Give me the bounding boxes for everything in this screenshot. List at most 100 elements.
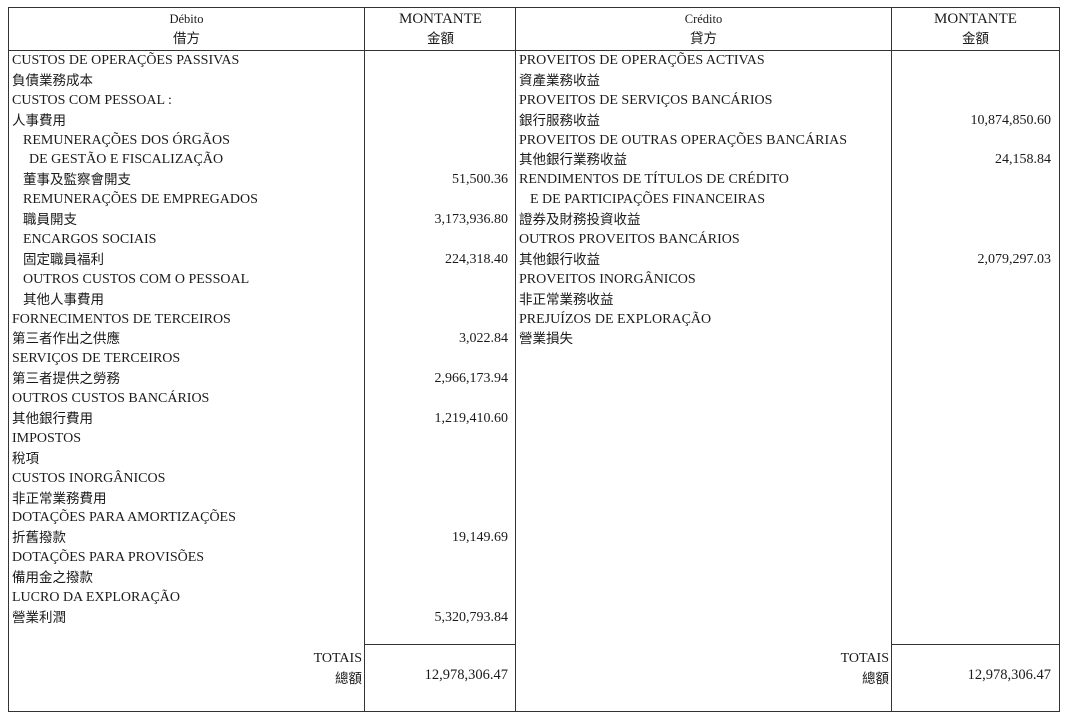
debit-line-amount <box>365 111 516 131</box>
debit-line-item: 第三者提供之勞務 <box>12 371 120 387</box>
credit-line-item: 其他銀行收益 <box>519 251 600 267</box>
debit-line-amount <box>365 588 516 608</box>
credit-line-amount <box>892 329 1059 349</box>
debit-totals-label: TOTAIS 總額 <box>314 645 364 711</box>
credit-line-item: 資產業務收益 <box>519 72 600 88</box>
credit-line-amount <box>892 131 1059 151</box>
credit-line-item: PROVEITOS DE SERVIÇOS BANCÁRIOS <box>519 92 773 108</box>
credit-line-amount <box>892 210 1059 230</box>
debit-line-amount <box>365 508 516 528</box>
debit-line-item: 其他銀行費用 <box>12 411 93 427</box>
credit-description-column: Crédito 貸方 PROVEITOS DE OPERAÇÕES ACTIVA… <box>516 8 891 711</box>
credit-line-amount <box>892 71 1059 91</box>
debit-line-amount <box>365 150 516 170</box>
debit-line-item: 董事及監察會開支 <box>23 172 131 188</box>
debit-line-item: CUSTOS INORGÂNICOS <box>12 470 166 486</box>
debit-line-amount <box>365 270 516 290</box>
credit-line-item: PROVEITOS INORGÂNICOS <box>519 271 696 287</box>
debit-line-amount: 3,022.84 <box>459 331 508 347</box>
debit-line-amount <box>365 349 516 369</box>
debit-line-amount <box>365 230 516 250</box>
debit-line-item: 營業利潤 <box>12 609 66 625</box>
credit-line-amount <box>892 190 1059 210</box>
debit-description-rows: CUSTOS DE OPERAÇÕES PASSIVAS 負債業務成本 CUSTOS… <box>9 51 364 628</box>
credit-line-amount <box>892 91 1059 111</box>
credit-header-zh: 貸方 <box>690 31 717 46</box>
credit-line-item: PREJUÍZOS DE EXPLORAÇÃO <box>519 311 712 327</box>
credit-amount-header: MONTANTE 金額 <box>892 8 1059 51</box>
debit-line-amount <box>365 449 516 469</box>
debit-line-amount <box>365 51 516 71</box>
credit-amount-header-zh: 金額 <box>962 31 989 46</box>
debit-line-amount: 1,219,410.60 <box>434 411 509 427</box>
debit-line-item: CUSTOS COM PESSOAL : <box>12 92 172 108</box>
debit-line-amount <box>365 469 516 489</box>
credit-line-amount <box>892 310 1059 330</box>
debit-line-item: OUTROS CUSTOS COM O PESSOAL <box>23 271 250 287</box>
credit-line-item: 銀行服務收益 <box>519 112 600 128</box>
debit-amount-header: MONTANTE 金額 <box>365 8 516 51</box>
debit-line-amount <box>365 290 516 310</box>
debit-line-amount <box>365 91 516 111</box>
credit-line-item: RENDIMENTOS DE TÍTULOS DE CRÉDITO <box>519 172 789 188</box>
debit-line-item: CUSTOS DE OPERAÇÕES PASSIVAS <box>12 53 240 68</box>
credit-line-amount <box>892 230 1059 250</box>
debit-line-amount: 224,318.40 <box>445 251 508 267</box>
credit-line-amount: 2,079,297.03 <box>977 251 1052 267</box>
debit-amount-header-zh: 金額 <box>427 31 454 46</box>
debit-line-item: IMPOSTOS <box>12 430 81 446</box>
debit-line-amount: 51,500.36 <box>452 172 508 188</box>
debit-line-item: 職員開支 <box>23 212 77 228</box>
debit-line-item: 稅項 <box>12 450 39 466</box>
debit-line-amount <box>365 489 516 509</box>
debit-line-item: 第三者作出之供應 <box>12 331 120 347</box>
credit-line-amount <box>892 290 1059 310</box>
debit-line-item: 非正常業務費用 <box>12 490 107 506</box>
debit-line-item: 固定職員福利 <box>23 251 104 267</box>
debit-line-item: SERVIÇOS DE TERCEIROS <box>12 351 181 367</box>
debit-line-item: REMUNERAÇÕES DOS ÓRGÃOS <box>23 132 230 148</box>
credit-line-item: 證券及財務投資收益 <box>519 212 641 228</box>
credit-totals-label-zh: 總額 <box>862 671 889 686</box>
debit-line-amount <box>365 190 516 210</box>
debit-line-amount: 2,966,173.94 <box>434 371 509 387</box>
debit-line-item: REMUNERAÇÕES DE EMPREGADOS <box>23 192 258 208</box>
debit-line-item: 人事費用 <box>12 112 66 128</box>
debit-amount-header-pt: MONTANTE <box>399 11 482 27</box>
debit-line-item: ENCARGOS SOCIAIS <box>23 232 157 248</box>
credit-line-amount <box>892 51 1059 71</box>
credit-header: Crédito 貸方 <box>516 8 891 51</box>
debit-line-amount <box>365 310 516 330</box>
debit-table: Débito 借方 CUSTOS DE OPERAÇÕES PASSIVAS 負債… <box>8 7 516 712</box>
credit-totals-box: 12,978,306.47 <box>892 644 1059 711</box>
debit-totals-label-zh: 總額 <box>335 671 362 686</box>
debit-line-item: DE GESTÃO E FISCALIZAÇÃO <box>29 152 224 168</box>
debit-amount-rows: 51,500.36 3,173,936.80 224,318.40 3,022.84 2… <box>365 51 516 628</box>
debit-line-amount: 5,320,793.84 <box>434 609 509 625</box>
credit-line-item: 其他銀行業務收益 <box>519 152 627 168</box>
debit-line-amount <box>365 568 516 588</box>
debit-line-amount: 3,173,936.80 <box>434 212 509 228</box>
credit-description-rows: PROVEITOS DE OPERAÇÕES ACTIVAS 資產業務收益 PROV… <box>516 51 891 349</box>
debit-line-amount <box>365 71 516 91</box>
debit-header-pt: Débito <box>169 12 204 26</box>
debit-line-item: DOTAÇÕES PARA AMORTIZAÇÕES <box>12 510 236 526</box>
credit-header-pt: Crédito <box>684 12 723 26</box>
debit-totals-value: 12,978,306.47 <box>424 667 508 683</box>
credit-totals-value: 12,978,306.47 <box>967 667 1051 683</box>
profit-and-loss-statement: Débito 借方 CUSTOS DE OPERAÇÕES PASSIVAS 負債… <box>8 7 1060 712</box>
debit-description-column: Débito 借方 CUSTOS DE OPERAÇÕES PASSIVAS 負債… <box>9 8 364 711</box>
debit-amount-column: MONTANTE 金額 51,500.36 3,173,936.80 224,318… <box>364 8 516 711</box>
debit-line-item: DOTAÇÕES PARA PROVISÕES <box>12 550 205 566</box>
credit-line-item: OUTROS PROVEITOS BANCÁRIOS <box>519 232 740 248</box>
credit-line-amount <box>892 170 1059 190</box>
credit-line-item: PROVEITOS DE OUTRAS OPERAÇÕES BANCÁRIAS <box>519 132 848 148</box>
debit-line-item: 負債業務成本 <box>12 72 93 88</box>
credit-line-item: 營業損失 <box>519 331 573 347</box>
credit-line-amount <box>892 270 1059 290</box>
debit-line-amount <box>365 548 516 568</box>
debit-header: Débito 借方 <box>9 8 364 51</box>
credit-line-item: PROVEITOS DE OPERAÇÕES ACTIVAS <box>519 53 765 68</box>
credit-totals-label: TOTAIS 總額 <box>841 645 891 711</box>
